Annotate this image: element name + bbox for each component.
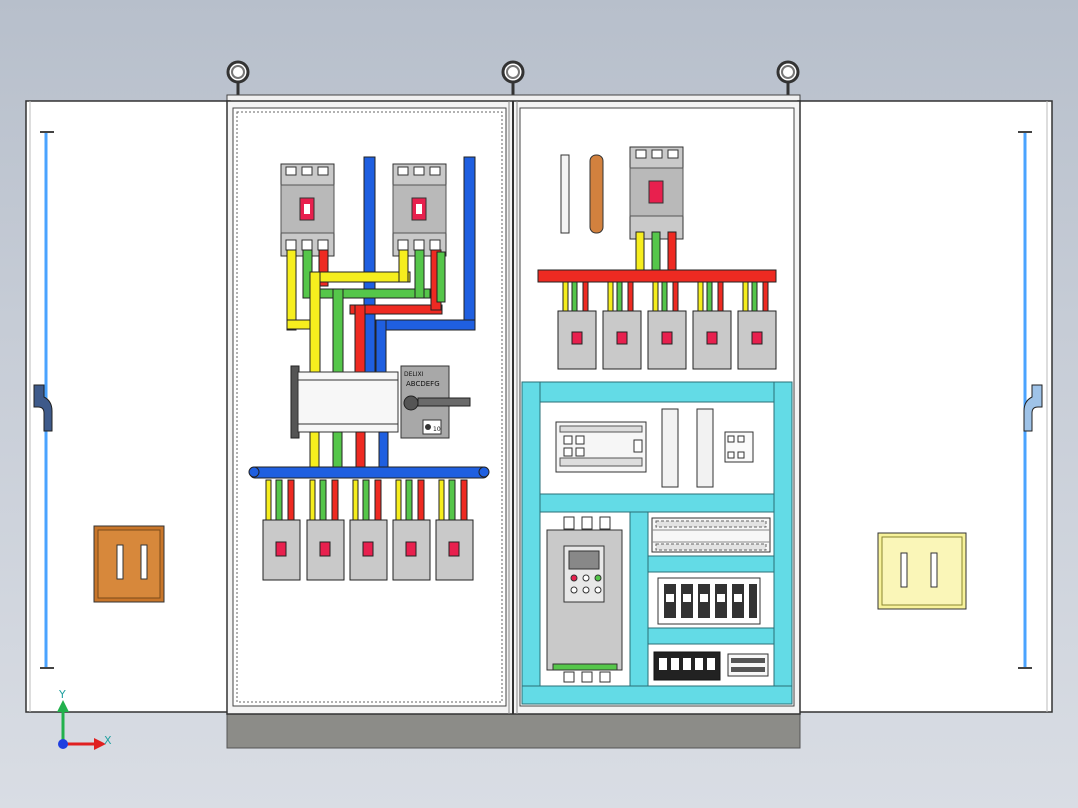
isolator-brand: DELIXI <box>404 371 424 378</box>
switch-output-bars <box>309 431 389 469</box>
blue-busbar <box>363 156 476 376</box>
outgoing-breaker <box>262 479 301 581</box>
copper-earth-bar <box>589 154 604 234</box>
lifting-eye-icon <box>776 60 800 96</box>
cabinet-plinth <box>226 711 801 749</box>
contactor-row <box>657 577 761 625</box>
right-door <box>797 100 1053 713</box>
main-breaker <box>392 163 447 257</box>
isolator-dial: 10 <box>433 426 441 433</box>
power-supply <box>696 408 714 488</box>
relay-bank <box>653 651 769 681</box>
transfer-switch: DELIXI ABCDEFG 10 <box>290 365 471 439</box>
outgoing-breaker <box>392 479 431 581</box>
axis-triad-icon: Y X <box>57 688 112 750</box>
feeder-breaker <box>647 281 687 370</box>
left-compartment: DELIXI ABCDEFG 10 <box>232 107 507 707</box>
right-compartment <box>519 107 795 707</box>
frequency-inverter <box>546 516 623 683</box>
x-axis-label: X <box>104 734 112 747</box>
feeder-breaker <box>602 281 642 370</box>
outgoing-breaker <box>306 479 345 581</box>
isolator-marking: ABCDEFG <box>406 380 440 388</box>
main-breaker <box>280 163 335 257</box>
outgoing-breaker-row <box>262 479 474 581</box>
terminal-strip <box>560 154 570 234</box>
right-nameplate-holder <box>877 532 967 610</box>
terminal-block-row <box>651 517 771 553</box>
feeder-breaker <box>557 281 597 370</box>
power-supply <box>661 408 679 488</box>
outgoing-breaker <box>435 479 474 581</box>
red-busbar <box>537 269 777 283</box>
feeder-breaker <box>692 281 732 370</box>
left-nameplate-holder <box>93 525 165 603</box>
main-breaker <box>629 146 684 240</box>
mounting-rails <box>521 381 793 705</box>
relay-block <box>724 431 754 463</box>
lifting-eye-icon <box>226 60 250 96</box>
phase-busbars <box>286 249 446 373</box>
feeder-breaker <box>737 281 777 370</box>
outgoing-breaker <box>349 479 388 581</box>
distribution-busbar <box>249 466 489 479</box>
feeder-breaker-row <box>557 281 777 370</box>
door-handle-icon <box>33 384 53 432</box>
left-door <box>25 100 231 713</box>
lifting-eye-icon <box>501 60 525 96</box>
door-handle-icon <box>1023 384 1043 432</box>
y-axis-label: Y <box>58 688 66 701</box>
plc-module <box>555 421 647 473</box>
